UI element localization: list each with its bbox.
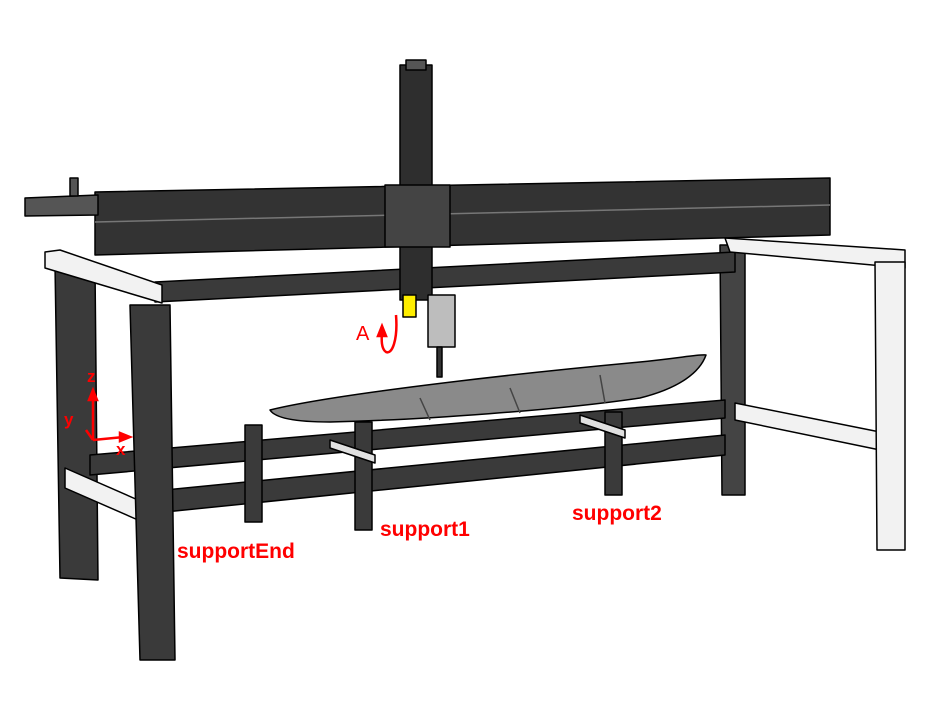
support-end-post [244, 424, 263, 523]
support2-label: support2 [572, 502, 662, 525]
left-top-beam [44, 249, 163, 304]
spindle [427, 294, 456, 348]
right-lower-beam [734, 402, 881, 451]
gantry-beam [94, 177, 831, 256]
x-axis-label: x [116, 440, 126, 459]
rear-right-leg [719, 244, 746, 496]
support-end-label: supportEnd [177, 540, 295, 563]
front-left-leg [129, 304, 176, 661]
tool-marker [402, 294, 417, 318]
support1-label: support1 [380, 518, 470, 541]
rear-left-leg [54, 264, 99, 581]
y-axis-label: y [64, 410, 74, 429]
z-axis-label: z [87, 367, 96, 386]
gantry-end-shaft [24, 194, 99, 217]
support1-post [354, 421, 373, 531]
gantry-carriage [384, 184, 451, 248]
cutting-bit [436, 346, 443, 378]
front-right-leg [874, 261, 906, 551]
z-axis-column [399, 64, 433, 301]
surfboard [269, 354, 707, 423]
a-axis-label: A [356, 323, 370, 345]
y-axis-arrow [84, 429, 95, 441]
